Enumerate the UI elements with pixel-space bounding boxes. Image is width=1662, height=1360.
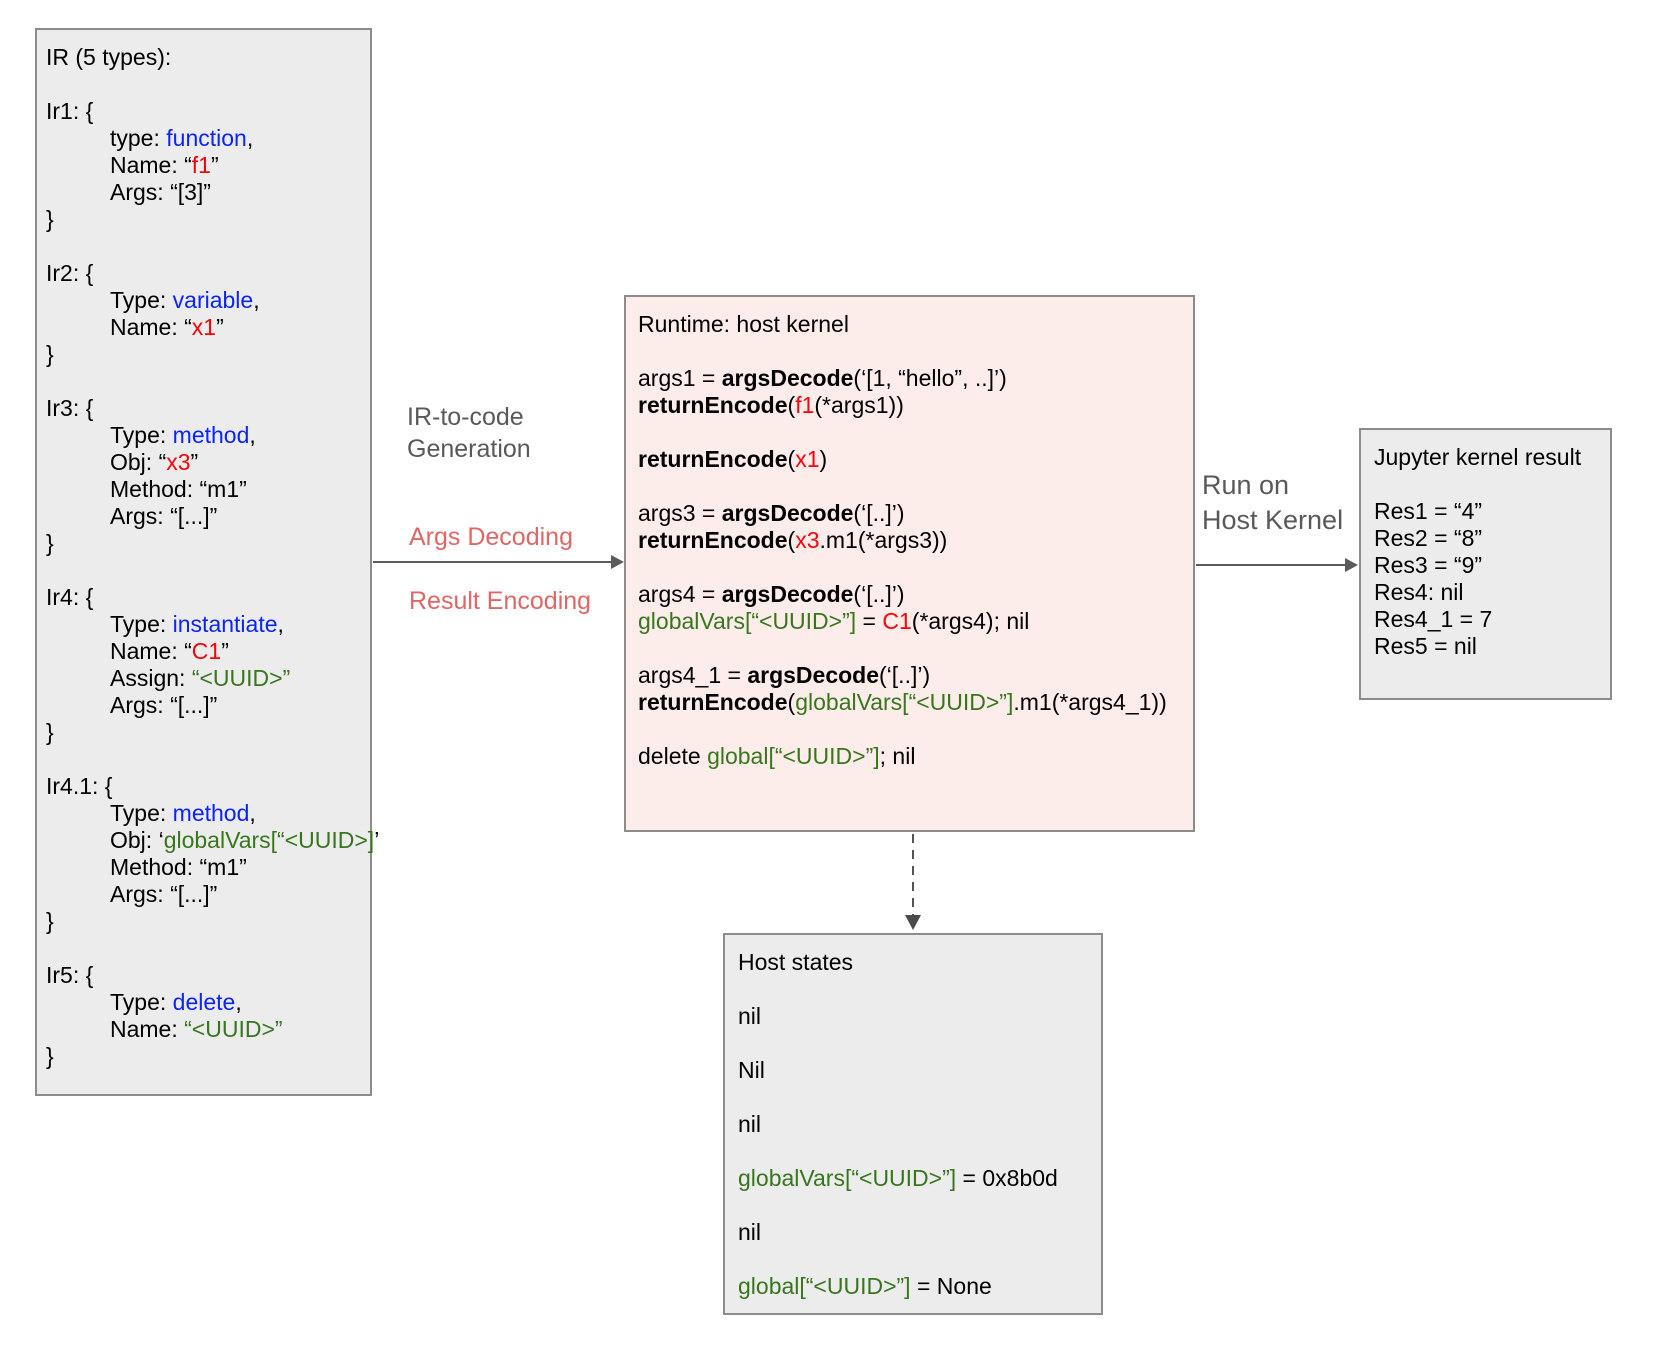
code-line: delete global[“<UUID>”]; nil <box>638 743 916 769</box>
code-line: globalVars[“<UUID>”] = C1(*args4); nil <box>638 608 1030 634</box>
code-line: Ir1: { <box>46 98 94 124</box>
code-line: Name: “f1” <box>110 152 219 178</box>
code-line: Res4_1 = 7 <box>1374 606 1493 632</box>
code-line <box>638 716 1193 743</box>
code-line: nil <box>738 1111 762 1137</box>
dashed-arrow-runtime-to-host-states <box>912 834 914 916</box>
runtime-host-kernel-box: Runtime: host kernel args1 = argsDecode(… <box>624 295 1195 832</box>
code-line: Args: “[3]” <box>110 179 211 205</box>
code-line: Assign: “<UUID>” <box>110 665 291 691</box>
result-encoding-label: Result Encoding <box>409 587 592 615</box>
args-decoding-label: Args Decoding <box>409 523 573 551</box>
jupyter-kernel-result-box: Jupyter kernel result Res1 = “4”Res2 = “… <box>1359 428 1612 700</box>
arrow-runtime-to-jupyter <box>1196 564 1346 566</box>
code-line: Name: “x1” <box>110 314 224 340</box>
code-line <box>638 419 1193 446</box>
code-line: Ir4: { <box>46 584 94 610</box>
code-line: Method: “m1” <box>110 476 247 502</box>
code-line: Args: “[...]” <box>110 503 218 529</box>
code-line <box>46 557 366 584</box>
code-line <box>638 338 1193 365</box>
code-line <box>738 1030 1101 1057</box>
code-line: Args: “[...]” <box>110 881 218 907</box>
run-on-host-kernel-label: Run on Host Kernel <box>1202 468 1343 538</box>
host-states-box: Host states nil Nil nil globalVars[“<UUI… <box>723 933 1103 1315</box>
arrow-runtime-to-jupyter-head-icon <box>1345 558 1358 572</box>
code-line: Jupyter kernel result <box>1374 444 1582 470</box>
code-line: Args: “[...]” <box>110 692 218 718</box>
code-line: global[“<UUID>”] = None <box>738 1273 992 1299</box>
code-line: returnEncode(f1(*args1)) <box>638 392 904 418</box>
code-line: type: function, <box>110 125 254 151</box>
run-on-host-kernel-label-line1: Run on <box>1202 470 1290 500</box>
code-line: args3 = argsDecode(‘[..]’) <box>638 500 905 526</box>
code-line: Type: delete, <box>110 989 242 1015</box>
ir-to-code-generation-label-line1: IR-to-code <box>407 403 524 431</box>
run-on-host-kernel-label-line2: Host Kernel <box>1202 505 1344 535</box>
code-line: nil <box>738 1219 762 1245</box>
code-line <box>738 976 1101 1003</box>
code-line: } <box>46 206 54 232</box>
code-line: returnEncode(globalVars[“<UUID>”].m1(*ar… <box>638 689 1167 715</box>
code-line: Type: method, <box>110 422 256 448</box>
code-line <box>738 1084 1101 1111</box>
code-line <box>46 368 366 395</box>
code-line: Name: “<UUID>” <box>110 1016 283 1042</box>
code-line: Res2 = “8” <box>1374 525 1483 551</box>
code-line <box>738 1192 1101 1219</box>
code-line: returnEncode(x3.m1(*args3)) <box>638 527 948 553</box>
code-line <box>638 473 1193 500</box>
code-line: Type: method, <box>110 800 256 826</box>
code-line: Res1 = “4” <box>1374 498 1483 524</box>
code-line: Obj: “x3” <box>110 449 199 475</box>
code-line: } <box>46 719 54 745</box>
code-line: Res5 = nil <box>1374 633 1477 659</box>
code-line: Name: “C1” <box>110 638 229 664</box>
code-line: } <box>46 908 54 934</box>
code-line: Ir2: { <box>46 260 94 286</box>
code-line: Runtime: host kernel <box>638 311 849 337</box>
code-line <box>638 554 1193 581</box>
arrow-ir-to-runtime-head-icon <box>611 555 624 569</box>
code-line: args4 = argsDecode(‘[..]’) <box>638 581 905 607</box>
code-line: args4_1 = argsDecode(‘[..]’) <box>638 662 931 688</box>
code-line <box>638 635 1193 662</box>
code-line: } <box>46 530 54 556</box>
code-line: args1 = argsDecode(‘[1, “hello”, ..]’) <box>638 365 1007 391</box>
code-line <box>738 1246 1101 1273</box>
code-line: } <box>46 341 54 367</box>
code-line: Method: “m1” <box>110 854 247 880</box>
code-line: Res4: nil <box>1374 579 1464 605</box>
code-line <box>46 71 366 98</box>
code-line: globalVars[“<UUID>”] = 0x8b0d <box>738 1165 1058 1191</box>
code-line: Ir5: { <box>46 962 94 988</box>
dashed-arrow-runtime-to-host-states-head-icon <box>905 915 921 930</box>
code-line: returnEncode(x1) <box>638 446 828 472</box>
ir-to-code-generation-label-line2: Generation <box>407 435 531 463</box>
code-line: Type: instantiate, <box>110 611 284 637</box>
ir-to-code-generation-label: IR-to-code Generation <box>407 401 531 465</box>
code-line <box>46 935 366 962</box>
ir-types-box: IR (5 types): Ir1: {type: function,Name:… <box>35 28 380 1096</box>
code-line <box>46 746 366 773</box>
code-line: Ir4.1: { <box>46 773 113 799</box>
arrow-ir-to-runtime <box>373 561 612 563</box>
code-line: nil <box>738 1003 762 1029</box>
code-line: Obj: ‘globalVars[“<UUID>]’ <box>110 827 380 853</box>
code-line: Res3 = “9” <box>1374 552 1483 578</box>
code-line: IR (5 types): <box>46 44 172 70</box>
code-line: Type: variable, <box>110 287 260 313</box>
code-line: Nil <box>738 1057 765 1083</box>
code-line <box>738 1138 1101 1165</box>
code-line: } <box>46 1043 54 1069</box>
code-line: Ir3: { <box>46 395 94 421</box>
code-line <box>1374 471 1610 498</box>
code-line <box>46 233 366 260</box>
code-line: Host states <box>738 949 854 975</box>
